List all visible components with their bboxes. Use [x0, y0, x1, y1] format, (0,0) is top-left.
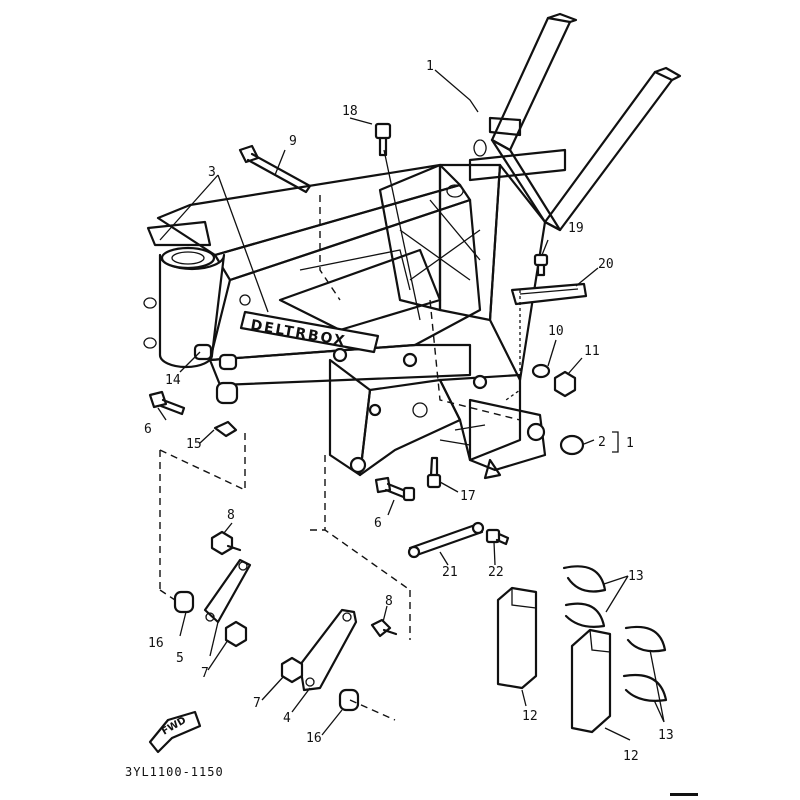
callout-17: 17: [460, 489, 476, 504]
callout-2: 2: [598, 435, 606, 450]
callout-11: 11: [584, 344, 600, 359]
callout-7b: 7: [253, 696, 261, 711]
callout-7a: 7: [201, 666, 209, 681]
washer-10: [531, 363, 551, 379]
bolt-6-lower: [374, 476, 416, 502]
footer-mark: [670, 793, 698, 796]
collar-2: [559, 434, 585, 456]
bracket-2-1: [612, 431, 619, 453]
engine-bracket-5: [173, 530, 252, 648]
clips-13: [562, 565, 668, 702]
leader-lines: [157, 69, 665, 741]
callout-1b: 1: [626, 436, 634, 451]
callout-6a: 6: [144, 422, 152, 437]
callout-16b: 16: [306, 731, 322, 746]
cover-12-right: [570, 628, 612, 734]
plate-20: [510, 282, 588, 306]
callout-5: 5: [176, 651, 184, 666]
callout-3: 3: [208, 165, 216, 180]
collar-14: [215, 381, 239, 405]
stay-21: [407, 521, 485, 559]
callout-13a: 13: [628, 569, 644, 584]
callout-1: 1: [426, 59, 434, 74]
bolt-22: [485, 528, 510, 546]
bolt-17: [426, 456, 442, 489]
callout-9: 9: [289, 134, 297, 149]
bolt-19: [533, 253, 549, 277]
clip-15: [213, 420, 238, 438]
callout-19: 19: [568, 221, 584, 236]
callout-20: 20: [598, 257, 614, 272]
nut-11: [553, 370, 577, 398]
engine-bracket-4: [280, 608, 398, 712]
main-frame: [143, 12, 682, 480]
callout-6b: 6: [374, 516, 382, 531]
callout-18: 18: [342, 104, 358, 119]
callout-labels: 1 1 2 3 4 5 6 6 7 7 8 8 9 10 11 12 12 13…: [144, 59, 674, 764]
bolt-6-upper: [148, 390, 186, 416]
callout-4: 4: [283, 711, 291, 726]
callout-22: 22: [488, 565, 504, 580]
callout-8a: 8: [227, 508, 235, 523]
callout-12b: 12: [623, 749, 639, 764]
callout-16a: 16: [148, 636, 164, 651]
callout-12a: 12: [522, 709, 538, 724]
callout-21: 21: [442, 565, 458, 580]
fwd-arrow: FWD: [148, 710, 202, 754]
callout-15: 15: [186, 437, 202, 452]
bolt-18: [374, 122, 392, 157]
deltabox-badge: DELTRBOX: [239, 310, 380, 354]
callout-8b: 8: [385, 594, 393, 609]
callout-10: 10: [548, 324, 564, 339]
bolt-9: [238, 144, 312, 194]
cover-12-left: [496, 586, 538, 690]
diagram-code: 3YL1100-1150: [125, 765, 224, 779]
callout-13b: 13: [658, 728, 674, 743]
callout-14: 14: [165, 373, 181, 388]
